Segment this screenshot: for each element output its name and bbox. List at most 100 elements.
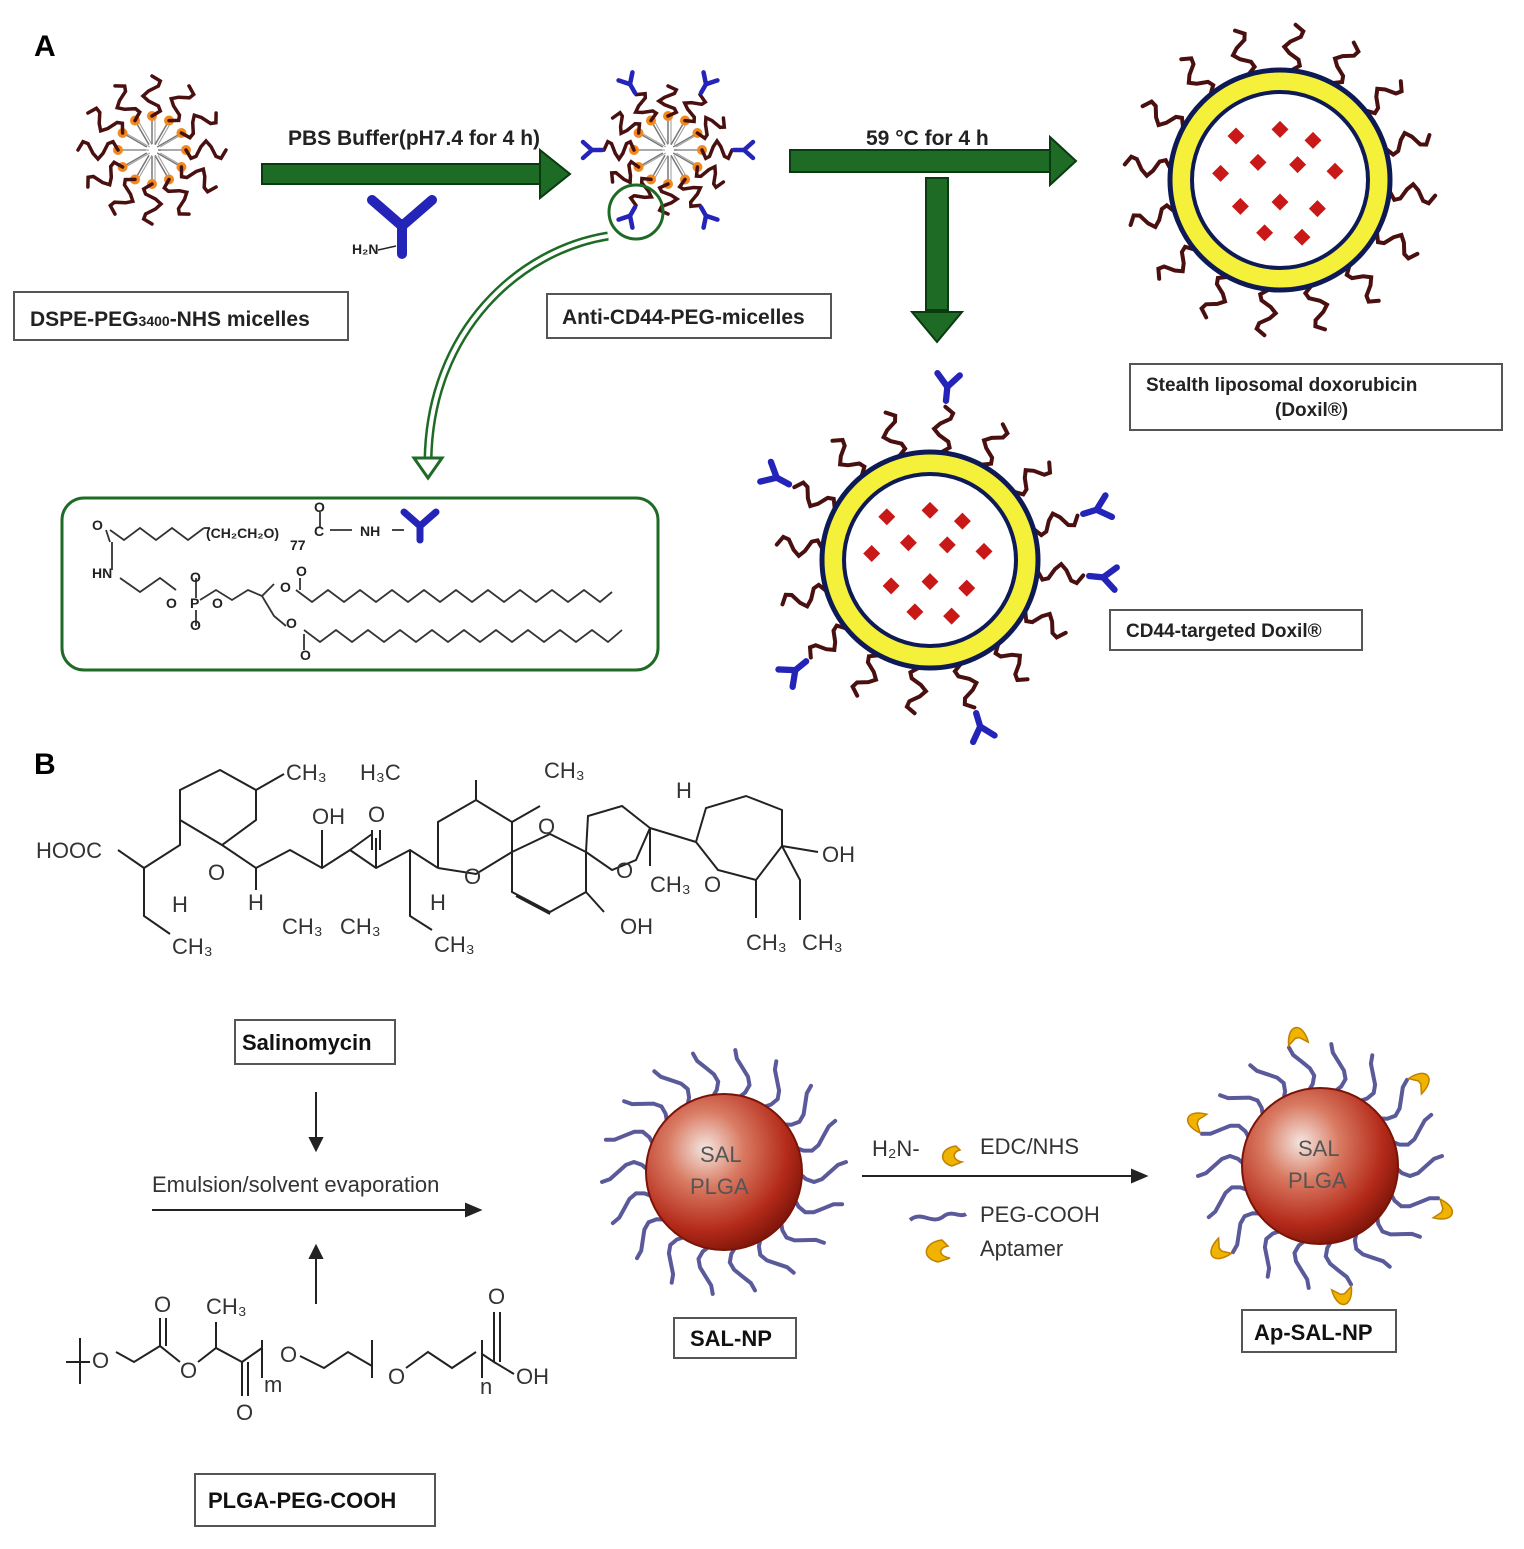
plga-o-5: O xyxy=(280,1342,297,1367)
struct-o3: O xyxy=(166,595,177,611)
peg-chain xyxy=(1128,202,1177,230)
peg-chain xyxy=(1292,1236,1311,1290)
peg-chain xyxy=(778,1217,826,1245)
peg-chain xyxy=(1355,1053,1378,1104)
peg-chain xyxy=(850,653,881,698)
ch3-label-3: CH₃ xyxy=(172,934,213,959)
o-label-ketone: O xyxy=(368,802,385,827)
peg-chain xyxy=(86,106,125,135)
peg-legend-icon xyxy=(908,1211,968,1222)
struct-o8: O xyxy=(296,563,307,579)
doxorubicin-icon xyxy=(878,508,896,526)
peg-chain xyxy=(603,1129,657,1149)
peg-chain xyxy=(1262,1228,1285,1279)
zoom-circle xyxy=(607,183,665,241)
peg-chain xyxy=(113,84,142,123)
legend-aptamer: Aptamer xyxy=(980,1236,1063,1261)
plga-m: m xyxy=(264,1372,282,1397)
peg-chain xyxy=(880,410,908,459)
peg-chain xyxy=(179,111,218,140)
lipid-tail xyxy=(137,154,153,180)
antibody-icon xyxy=(627,213,635,230)
peg-chain xyxy=(780,582,829,610)
lipid-tail xyxy=(641,132,667,148)
ch3-label-2: CH₃ xyxy=(544,758,585,783)
struct-o: O xyxy=(92,517,103,533)
struct-peg-n: 77 xyxy=(290,537,306,553)
peg-chain xyxy=(774,534,825,559)
ap-sal-np-label: Ap-SAL-NP xyxy=(1254,1320,1373,1345)
peg-chain xyxy=(179,165,218,194)
plga-peg-structure xyxy=(66,1312,515,1396)
peg-chain xyxy=(1231,1211,1266,1255)
plga-core xyxy=(645,1093,803,1251)
peg-chain xyxy=(677,177,703,209)
peg-chain xyxy=(696,1242,715,1296)
oh-label-2: OH xyxy=(620,914,653,939)
callout-arrow xyxy=(411,231,609,481)
anti-cd44-label-box xyxy=(546,293,832,339)
peg-chain xyxy=(108,177,137,216)
plga-o-6: O xyxy=(388,1364,405,1389)
peg-chain xyxy=(792,480,837,511)
peg-chain xyxy=(791,1195,845,1215)
peg-chain xyxy=(1023,609,1068,640)
peg-chain xyxy=(1179,56,1216,97)
legend-peg: PEG-COOH xyxy=(980,1202,1100,1227)
ch3-label-6: CH₃ xyxy=(434,932,475,957)
peg-chain xyxy=(666,1234,689,1285)
antibody-icon xyxy=(757,474,780,485)
peg-chain xyxy=(600,1159,652,1184)
doxorubicin-icon xyxy=(906,603,924,621)
peg-chain xyxy=(1281,22,1306,73)
peg-chain xyxy=(1156,244,1197,281)
peg-chain xyxy=(1363,79,1404,116)
np1-core-line1: SAL xyxy=(700,1142,742,1167)
aptamer-icon xyxy=(1210,1236,1234,1260)
peg-chain xyxy=(1206,1185,1253,1220)
aptamer-icon xyxy=(1330,1284,1353,1306)
peg-chain xyxy=(778,1083,813,1127)
peg-chain xyxy=(622,1099,670,1127)
o-label-ring1: O xyxy=(208,860,225,885)
peg-chain xyxy=(1352,1228,1392,1269)
peg-chain xyxy=(791,1118,838,1153)
peg-chain xyxy=(1374,1077,1409,1121)
struct-c: C xyxy=(314,523,324,539)
lipid-tail xyxy=(125,132,151,148)
hooc-label: HOOC xyxy=(36,838,102,863)
stealth-label-box xyxy=(1129,363,1503,431)
peg-chain xyxy=(652,1069,692,1110)
peg-chain xyxy=(727,1242,757,1293)
antibody-icon xyxy=(741,139,756,153)
h-label-4: H xyxy=(676,778,692,803)
peg-chain xyxy=(694,164,726,190)
peg-chain xyxy=(1323,1236,1353,1287)
np2-core-line2: PLGA xyxy=(1288,1168,1347,1193)
antibody-icon xyxy=(616,78,633,87)
peg-chain xyxy=(1387,1112,1434,1147)
peg-chain xyxy=(756,1234,796,1275)
salinomycin-label-box xyxy=(234,1019,396,1065)
plga-o-3: O xyxy=(180,1358,197,1383)
plga-label: PLGA-PEG-COOH xyxy=(208,1488,396,1513)
o-label-ring5: O xyxy=(704,872,721,897)
peg-chain xyxy=(1387,181,1438,206)
struct-nh: NH xyxy=(360,523,380,539)
struct-peg: (CH₂CH₂O) xyxy=(206,525,279,541)
doxorubicin-icon xyxy=(863,545,881,563)
peg-chain xyxy=(1011,460,1053,497)
ap-sal-np-label-box xyxy=(1241,1309,1397,1353)
peg-chain xyxy=(1387,1189,1441,1209)
peg-chain xyxy=(1392,1154,1444,1179)
aqueous-core xyxy=(1190,90,1370,270)
peg-chain xyxy=(1383,130,1432,158)
peg-chain xyxy=(140,74,163,118)
struct-o2: O xyxy=(314,499,325,515)
oh-label-3: OH xyxy=(822,842,855,867)
dspe-structure xyxy=(105,512,623,650)
struct-o7: O xyxy=(280,579,291,595)
plga-o-4: O xyxy=(236,1400,253,1425)
h-label-1: H xyxy=(172,892,188,917)
antibody-icon xyxy=(580,147,595,161)
